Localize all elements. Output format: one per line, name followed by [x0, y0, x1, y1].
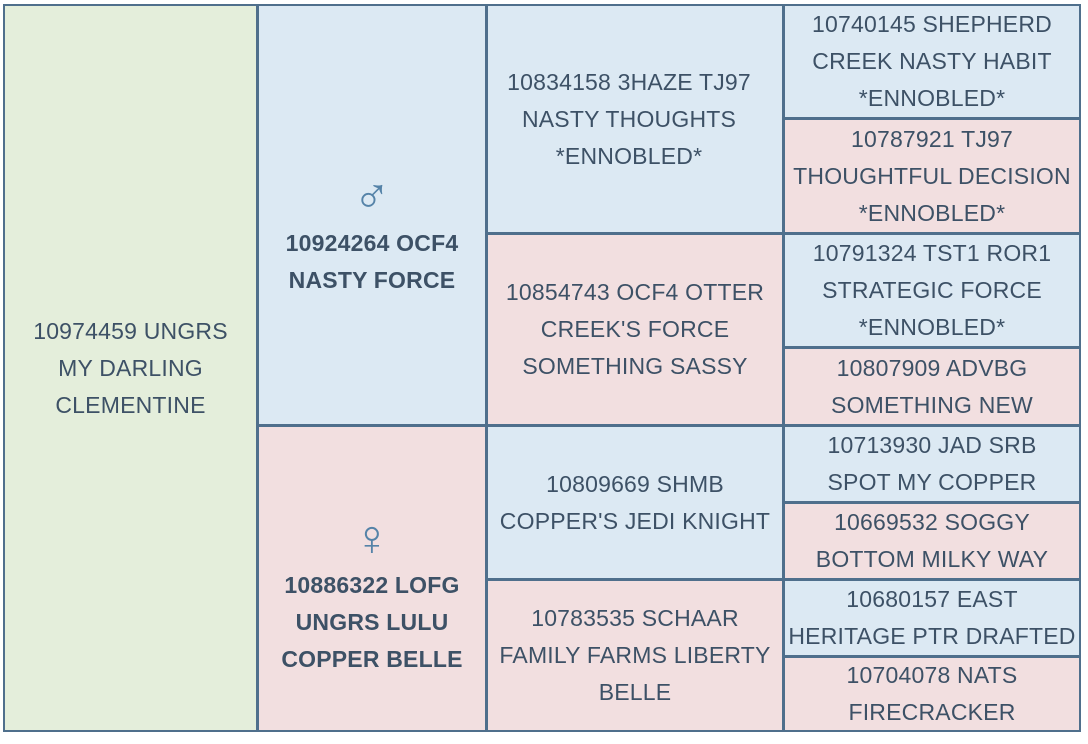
gen3-name-3: 10791324 TST1 ROR1 STRATEGIC FORCE *ENNO… — [812, 240, 1052, 340]
subject-name: 10974459 UNGRS MY DARLING CLEMENTINE — [33, 317, 228, 418]
gen3-cell-1: 10740145 SHEPHERD CREEK NASTY HABIT *ENN… — [785, 6, 1079, 117]
sire-sire-cell: 10834158 3HAZE TJ97 NASTY THOUGHTS *ENNO… — [488, 6, 782, 232]
subject-cell: 10974459 UNGRS MY DARLING CLEMENTINE — [5, 6, 256, 730]
gen3-name-7: 10680157 EAST HERITAGE PTR DRAFTED — [788, 586, 1076, 649]
dam-sire-cell: 10809669 SHMB COPPER'S JEDI KNIGHT — [488, 427, 782, 578]
gen3-cell-8: 10704078 NATS FIRECRACKER — [785, 658, 1079, 730]
gen3-cell-4: 10807909 ADVBG SOMETHING NEW — [785, 349, 1079, 424]
gen3-cell-7: 10680157 EAST HERITAGE PTR DRAFTED — [785, 581, 1079, 655]
sire-sire-name: 10834158 3HAZE TJ97 NASTY THOUGHTS *ENNO… — [507, 68, 751, 169]
gen3-name-5: 10713930 JAD SRB SPOT MY COPPER — [827, 432, 1037, 495]
male-symbol-icon: ♂ — [353, 168, 391, 224]
gen3-name-8: 10704078 NATS FIRECRACKER — [846, 662, 1018, 725]
gen3-cell-3: 10791324 TST1 ROR1 STRATEGIC FORCE *ENNO… — [785, 235, 1079, 346]
gen3-name-4: 10807909 ADVBG SOMETHING NEW — [831, 354, 1033, 418]
dam-name: 10886322 LOFG UNGRS LULU COPPER BELLE — [281, 572, 463, 672]
sire-cell: ♂ 10924264 OCF4 NASTY FORCE — [259, 6, 485, 424]
sire-name: 10924264 OCF4 NASTY FORCE — [285, 230, 459, 293]
sire-dam-cell: 10854743 OCF4 OTTER CREEK'S FORCE SOMETH… — [488, 235, 782, 424]
gen3-name-6: 10669532 SOGGY BOTTOM MILKY WAY — [815, 509, 1049, 572]
dam-sire-name: 10809669 SHMB COPPER'S JEDI KNIGHT — [499, 470, 771, 534]
gen3-name-2: 10787921 TJ97 THOUGHTFUL DECISION *ENNOB… — [793, 125, 1071, 226]
gen3-cell-6: 10669532 SOGGY BOTTOM MILKY WAY — [785, 504, 1079, 578]
pedigree-chart: 10974459 UNGRS MY DARLING CLEMENTINE ♂ 1… — [3, 4, 1081, 732]
dam-dam-cell: 10783535 SCHAAR FAMILY FARMS LIBERTY BEL… — [488, 581, 782, 730]
gen3-cell-5: 10713930 JAD SRB SPOT MY COPPER — [785, 427, 1079, 501]
dam-cell: ♀ 10886322 LOFG UNGRS LULU COPPER BELLE — [259, 427, 485, 730]
gen3-name-1: 10740145 SHEPHERD CREEK NASTY HABIT *ENN… — [812, 11, 1052, 111]
sire-dam-name: 10854743 OCF4 OTTER CREEK'S FORCE SOMETH… — [505, 279, 765, 379]
female-symbol-icon: ♀ — [353, 510, 391, 566]
dam-dam-name: 10783535 SCHAAR FAMILY FARMS LIBERTY BEL… — [499, 605, 771, 705]
gen3-cell-2: 10787921 TJ97 THOUGHTFUL DECISION *ENNOB… — [785, 120, 1079, 232]
